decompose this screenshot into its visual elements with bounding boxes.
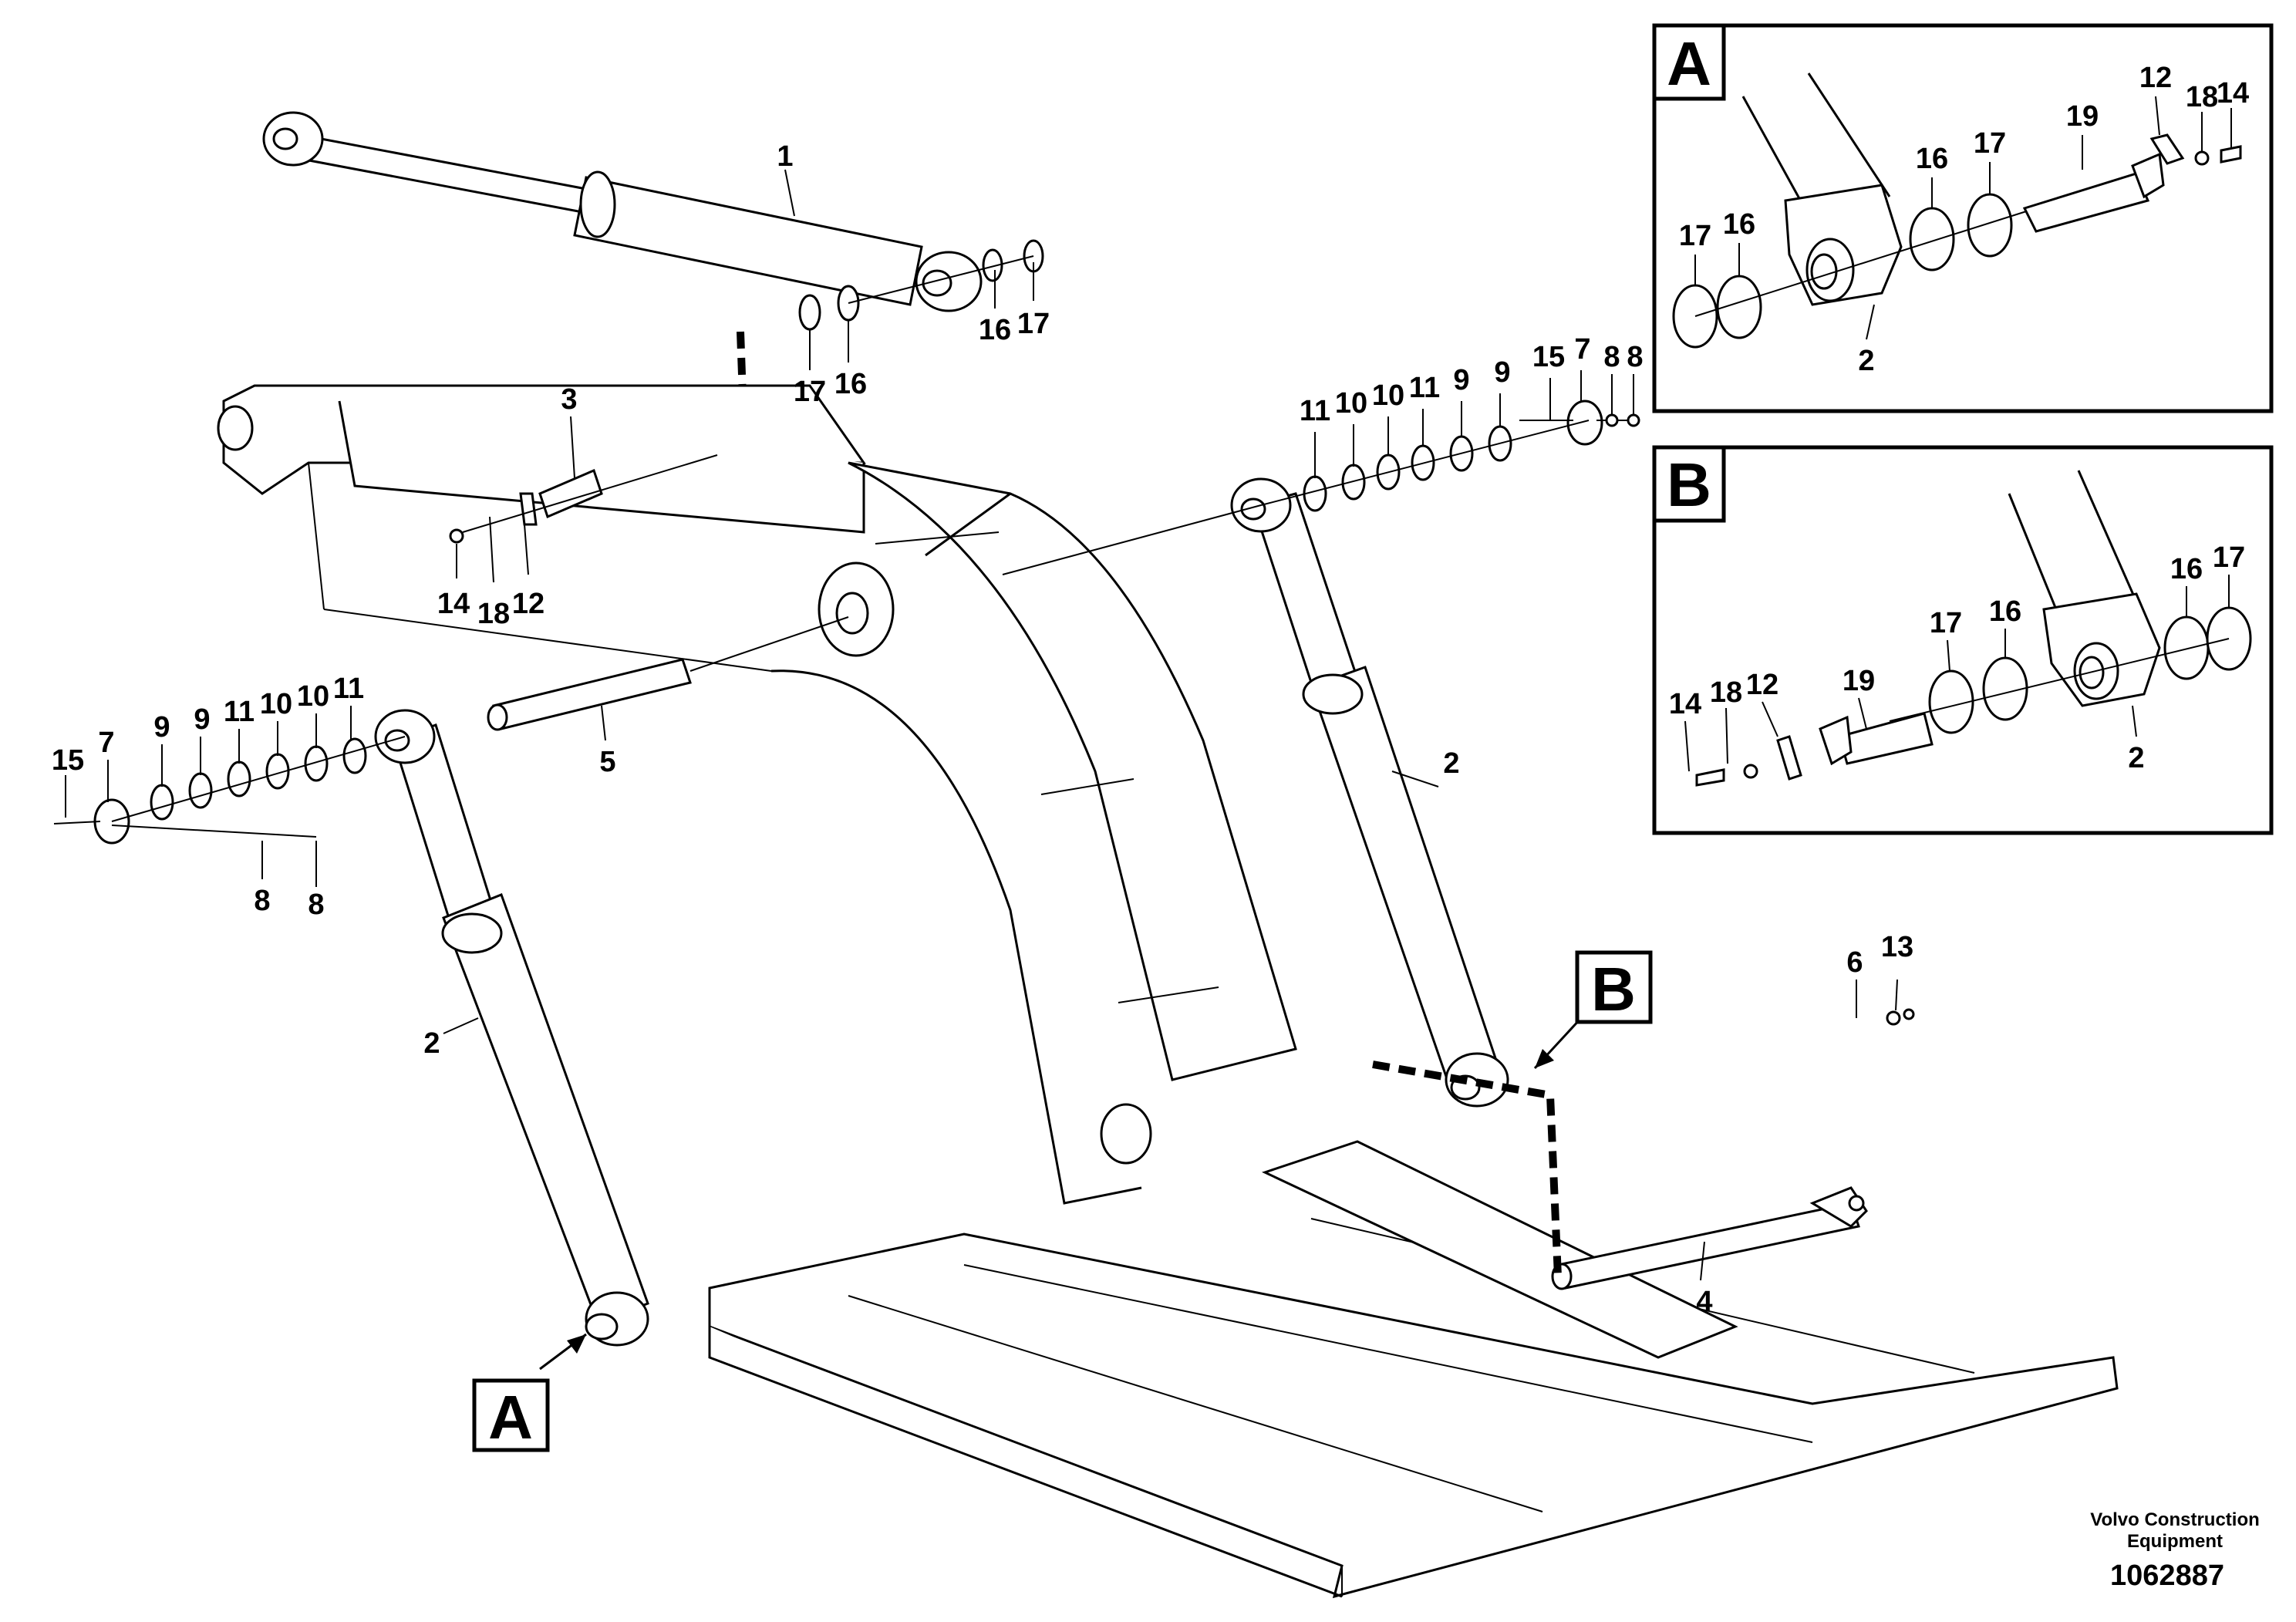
label-14: 14 xyxy=(437,588,470,620)
detail-b-label-14: 14 xyxy=(1669,688,1701,720)
pin-4-drawing xyxy=(1372,1008,1915,1290)
frame-drawing xyxy=(708,1140,2119,1599)
label-1: 1 xyxy=(777,140,793,173)
detail-leader-lines xyxy=(1684,96,2232,772)
detail-a-label-16-right: 16 xyxy=(1916,143,1948,175)
label-8a-right: 8 xyxy=(1603,341,1620,373)
callout-b: B xyxy=(1533,950,1653,1070)
leader-lines xyxy=(65,169,1898,1281)
detail-b-label-16-right: 16 xyxy=(2170,553,2203,585)
detail-a-label-12: 12 xyxy=(2139,62,2172,94)
label-9a-right: 9 xyxy=(1453,364,1469,396)
detail-view-b: B xyxy=(1652,445,2274,835)
detail-b-label-17-left: 17 xyxy=(1930,607,1962,639)
label-9b-left: 9 xyxy=(194,703,210,736)
label-7-left: 7 xyxy=(98,727,114,759)
detail-b-label-12: 12 xyxy=(1746,669,1778,701)
pin-5-drawing xyxy=(487,616,849,731)
label-12: 12 xyxy=(512,588,544,620)
label-8b-right: 8 xyxy=(1627,341,1643,373)
label-13: 13 xyxy=(1881,931,1913,963)
detail-b-label-17-right: 17 xyxy=(2213,541,2245,574)
label-10b-right: 10 xyxy=(1372,379,1404,412)
detail-a-label-19: 19 xyxy=(2066,100,2099,133)
detail-view-a: A xyxy=(1652,23,2274,413)
detail-a-label-17-right: 17 xyxy=(1974,127,2006,160)
detail-a-labels: 17 16 2 16 17 19 12 18 14 xyxy=(1679,62,2249,377)
figure-number: 1062887 xyxy=(2110,1560,2224,1592)
label-3: 3 xyxy=(561,383,577,416)
pin-3-drawing xyxy=(449,454,718,544)
detail-b-letter: B xyxy=(1667,450,1711,519)
publisher-line-1: Volvo Construction xyxy=(2090,1509,2260,1530)
callout-a: A xyxy=(472,1333,587,1452)
detail-a-label-14: 14 xyxy=(2217,77,2249,110)
detail-b-label-16-left: 16 xyxy=(1989,595,2021,628)
label-10a-right: 10 xyxy=(1335,387,1367,420)
right-cylinder-drawing xyxy=(1002,400,1640,1108)
label-10a-left: 10 xyxy=(260,688,292,720)
label-15-right: 15 xyxy=(1532,341,1565,373)
label-6: 6 xyxy=(1846,946,1863,979)
detail-b-label-19: 19 xyxy=(1843,665,1875,697)
boom-cylinder-drawing xyxy=(262,111,1044,440)
detail-a-label-17-left: 17 xyxy=(1679,220,1711,252)
label-4: 4 xyxy=(1696,1286,1712,1318)
boom-structure-drawing xyxy=(770,461,1297,1205)
callout-a-letter: A xyxy=(488,1383,533,1452)
label-10b-left: 10 xyxy=(297,680,329,713)
label-8b-left: 8 xyxy=(308,889,324,921)
detail-a-label-18: 18 xyxy=(2186,81,2218,113)
publisher-footer: Volvo Construction Equipment 1062887 xyxy=(2090,1509,2260,1592)
detail-b-label-2: 2 xyxy=(2128,742,2144,774)
label-11a-left: 11 xyxy=(224,696,255,728)
label-9a-left: 9 xyxy=(153,711,170,744)
label-11a-right: 11 xyxy=(1300,395,1330,427)
label-11b-left: 11 xyxy=(333,673,364,705)
label-5: 5 xyxy=(599,746,615,778)
publisher-line-2: Equipment xyxy=(2127,1531,2223,1552)
label-7-right: 7 xyxy=(1574,333,1590,366)
detail-a-letter: A xyxy=(1667,29,1711,98)
detail-a-label-2: 2 xyxy=(1858,345,1874,377)
left-cylinder-drawing xyxy=(53,709,649,1347)
detail-b-labels: 14 18 12 19 17 16 2 16 17 xyxy=(1669,541,2245,774)
label-17-top: 17 xyxy=(1017,308,1050,340)
label-2-right: 2 xyxy=(1443,747,1459,780)
arm-section-drawing xyxy=(217,384,866,672)
label-17-mid: 17 xyxy=(794,376,826,408)
detail-b-label-18: 18 xyxy=(1710,676,1742,709)
callout-b-letter: B xyxy=(1591,955,1636,1023)
label-16-mid: 16 xyxy=(834,368,867,400)
label-16-top: 16 xyxy=(979,314,1011,346)
label-9b-right: 9 xyxy=(1494,356,1510,389)
label-2-left: 2 xyxy=(423,1027,440,1060)
main-labels: 1 16 17 17 16 3 14 18 12 5 15 7 9 9 11 1… xyxy=(52,140,1913,1318)
detail-a-label-16-left: 16 xyxy=(1723,208,1755,241)
label-18: 18 xyxy=(477,598,510,630)
label-11b-right: 11 xyxy=(1409,372,1440,404)
label-8a-left: 8 xyxy=(254,885,270,917)
label-15-left: 15 xyxy=(52,744,84,777)
